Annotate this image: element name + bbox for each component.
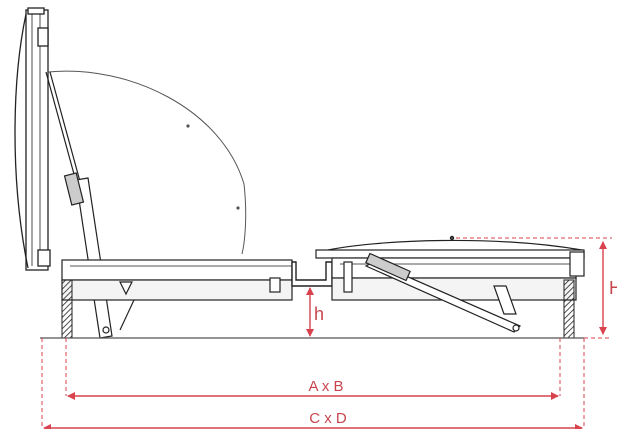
dimension-extension-lines	[41, 237, 612, 429]
center-gutter	[291, 261, 333, 287]
dim-H-label: H	[609, 278, 617, 298]
right-curb-wall	[563, 279, 575, 339]
left-curb-wall	[61, 279, 73, 339]
opening-arc	[47, 70, 247, 255]
open-hatch-panel	[14, 7, 51, 271]
dim-cd-label: C x D	[309, 410, 347, 427]
dim-h-label: h	[314, 304, 324, 324]
closed-hatch-panel	[315, 235, 585, 301]
dim-ab-label: A x B	[308, 378, 343, 395]
left-frame	[61, 259, 293, 331]
right-gas-strut	[343, 252, 522, 333]
